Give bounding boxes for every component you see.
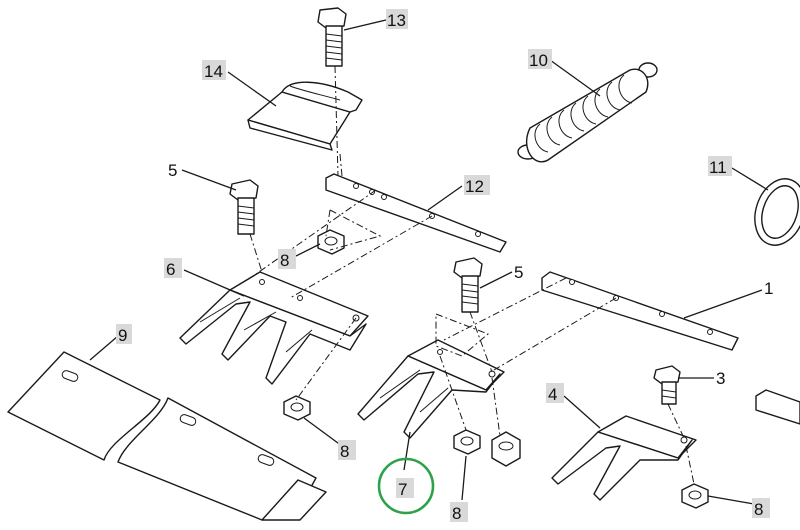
callouts: 13 14 10 11 5 12 8 6 5 [116,9,773,523]
nut-part-8d [681,483,709,509]
svg-text:8: 8 [340,442,349,461]
shield-plates-part-9 [7,351,327,521]
callout-14[interactable]: 14 [202,60,226,81]
svg-text:1: 1 [764,279,773,298]
callout-4[interactable]: 4 [546,383,564,404]
flat-bar-part-1 [541,271,739,351]
callout-12[interactable]: 12 [464,175,490,196]
svg-text:6: 6 [166,260,175,279]
svg-text:5: 5 [514,263,523,282]
svg-text:9: 9 [118,326,127,345]
svg-text:5: 5 [168,161,177,180]
leader-lines [89,19,769,505]
callout-5-middle[interactable]: 5 [514,263,523,282]
callout-8c[interactable]: 8 [450,502,468,523]
svg-text:7: 7 [398,480,407,499]
svg-text:3: 3 [716,369,725,388]
highlight-ring-part-7 [377,457,435,515]
svg-text:8: 8 [754,500,763,519]
ring-part-11 [754,178,800,246]
svg-text:10: 10 [529,51,548,70]
callout-6[interactable]: 6 [164,258,182,279]
svg-text:13: 13 [387,11,406,30]
bracket-plate-part-14 [247,81,363,151]
svg-text:8: 8 [280,251,289,270]
callout-8d[interactable]: 8 [752,498,770,519]
callout-5-left[interactable]: 5 [168,161,177,180]
svg-text:12: 12 [465,177,484,196]
bolt-part-13 [317,7,347,67]
callout-1[interactable]: 1 [764,279,773,298]
spring-part-10 [517,62,658,163]
svg-text:14: 14 [204,62,223,81]
knife-guard-part-4 [551,415,697,501]
callout-9[interactable]: 9 [116,324,132,345]
bolt-part-3 [653,365,681,405]
partial-plate-right [755,389,800,425]
knife-guard-part-7 [357,339,505,439]
callout-8a[interactable]: 8 [278,249,296,270]
nut-part-8c [453,429,481,455]
bolt-part-5-middle [453,257,483,313]
nut-part-8a [317,229,345,255]
svg-text:8: 8 [452,504,461,523]
knife-guard-part-6 [179,271,369,385]
callout-7[interactable]: 7 [396,478,414,499]
nut-tall [491,431,521,467]
svg-text:11: 11 [709,158,727,177]
nut-part-8b [283,395,311,421]
svg-text:4: 4 [548,385,557,404]
callout-3[interactable]: 3 [716,369,725,388]
callout-10[interactable]: 10 [528,49,552,70]
bolt-part-5-left [229,179,259,235]
callout-11[interactable]: 11 [708,156,732,177]
callout-13[interactable]: 13 [386,9,408,30]
assembly-lines [249,65,695,485]
callout-8b[interactable]: 8 [338,440,356,461]
